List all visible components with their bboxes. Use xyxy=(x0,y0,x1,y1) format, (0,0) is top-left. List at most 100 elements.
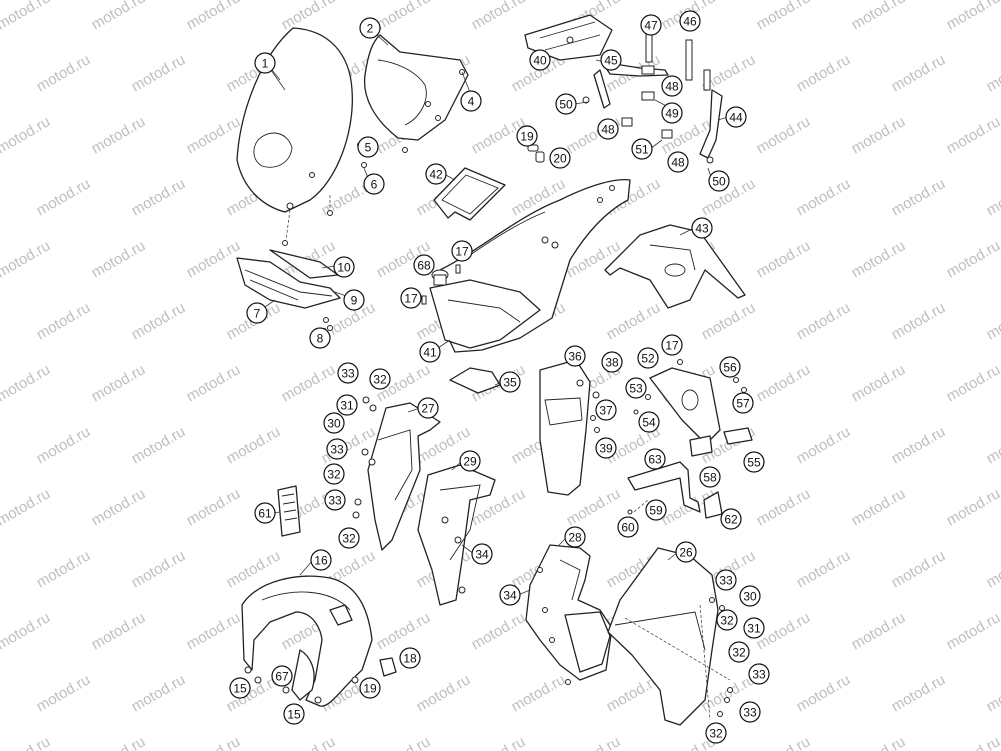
watermark-text: motod.ru xyxy=(34,547,94,591)
callout-number: 32 xyxy=(720,614,734,628)
part-callout-2: 2 xyxy=(359,17,381,39)
part-callout-48: 48 xyxy=(661,75,683,97)
callout-number: 1 xyxy=(262,57,269,71)
callout-circle xyxy=(283,703,305,725)
callout-circle xyxy=(645,499,667,521)
part-callouts: 1245678910151516171717181919202627282930… xyxy=(229,10,770,744)
watermark-text: motod.ru xyxy=(89,0,149,33)
callout-circle xyxy=(743,617,765,639)
callout-circle xyxy=(309,327,331,349)
part-callout-32: 32 xyxy=(369,368,391,390)
callout-number: 30 xyxy=(743,590,757,604)
part-callout-60: 60 xyxy=(617,516,639,538)
part-callout-32: 32 xyxy=(323,463,345,485)
watermark-text: motod.ru xyxy=(509,671,569,715)
watermark-text: motod.ru xyxy=(849,485,909,529)
part-callout-31: 31 xyxy=(743,617,765,639)
callout-circle xyxy=(699,466,721,488)
inner-panel-part xyxy=(417,464,496,606)
part-callout-56: 56 xyxy=(719,356,741,378)
callout-number: 15 xyxy=(287,708,301,722)
part-callout-68: 68 xyxy=(413,254,435,276)
callout-number: 54 xyxy=(642,416,656,430)
callout-circle xyxy=(400,287,422,309)
callout-number: 30 xyxy=(327,417,341,431)
watermark-text: motod.ru xyxy=(184,485,244,529)
callout-circle xyxy=(357,136,379,158)
callout-circle xyxy=(716,609,738,631)
part-callout-31: 31 xyxy=(336,394,358,416)
rear-tail-part xyxy=(604,224,746,309)
part-callout-18: 18 xyxy=(399,647,421,669)
part-callout-6: 6 xyxy=(363,173,385,195)
watermark-text: motod.ru xyxy=(564,733,624,751)
callout-number: 36 xyxy=(568,350,582,364)
part-callout-38: 38 xyxy=(601,351,623,373)
watermark-text: motod.ru xyxy=(89,237,149,281)
callout-number: 17 xyxy=(665,339,679,353)
part-callout-17: 17 xyxy=(400,287,422,309)
part-callout-50: 50 xyxy=(555,93,577,115)
part-callout-42: 42 xyxy=(425,163,447,185)
callout-circle xyxy=(705,722,727,744)
callout-number: 33 xyxy=(752,668,766,682)
part-callout-33: 33 xyxy=(337,362,359,384)
part-callout-15: 15 xyxy=(229,677,251,699)
callout-number: 8 xyxy=(317,332,324,346)
part-callout-50: 50 xyxy=(708,170,730,192)
callout-number: 55 xyxy=(747,456,761,470)
part-callout-40: 40 xyxy=(529,49,551,71)
callout-circle xyxy=(324,489,346,511)
watermark-text: motod.ru xyxy=(0,485,53,529)
watermark-text: motod.ru xyxy=(984,299,1001,343)
callout-number: 48 xyxy=(665,80,679,94)
watermark-text: motod.ru xyxy=(984,423,1001,467)
callout-circle xyxy=(644,448,666,470)
callout-circle xyxy=(708,170,730,192)
callout-number: 58 xyxy=(703,471,717,485)
watermark-text: motod.ru xyxy=(794,175,854,219)
watermark-text: motod.ru xyxy=(889,547,949,591)
watermark-text: motod.ru xyxy=(754,0,814,33)
callout-number: 32 xyxy=(373,373,387,387)
callout-number: 46 xyxy=(683,15,697,29)
watermark-text: motod.ru xyxy=(984,671,1001,715)
callout-circle xyxy=(617,516,639,538)
callout-number: 28 xyxy=(568,531,582,545)
part-callout-53: 53 xyxy=(625,377,647,399)
callout-circle xyxy=(715,569,737,591)
watermark-text: motod.ru xyxy=(849,733,909,751)
callout-number: 59 xyxy=(649,504,663,518)
part-callout-32: 32 xyxy=(728,641,750,663)
watermark-text: motod.ru xyxy=(794,547,854,591)
callout-circle xyxy=(601,351,623,373)
part-callout-46: 46 xyxy=(679,10,701,32)
callout-number: 42 xyxy=(429,168,443,182)
callout-number: 48 xyxy=(671,156,685,170)
watermark-text: motod.ru xyxy=(754,237,814,281)
callout-circle xyxy=(595,437,617,459)
callout-circle xyxy=(323,463,345,485)
callout-circle xyxy=(419,341,441,363)
callout-number: 31 xyxy=(340,399,354,413)
part-callout-9: 9 xyxy=(343,289,365,311)
windscreen-part xyxy=(236,27,353,246)
callout-circle xyxy=(333,256,355,278)
watermark-text: motod.ru xyxy=(944,733,1001,751)
callout-circle xyxy=(640,14,662,36)
callout-circle xyxy=(254,502,276,524)
part-callout-32: 32 xyxy=(716,609,738,631)
callout-number: 19 xyxy=(363,682,377,696)
watermark-text: motod.ru xyxy=(184,113,244,157)
callout-number: 10 xyxy=(337,261,351,275)
callout-circle xyxy=(451,240,473,262)
part-callout-59: 59 xyxy=(645,499,667,521)
callout-circle xyxy=(499,584,521,606)
watermark-text: motod.ru xyxy=(224,423,284,467)
part-callout-55: 55 xyxy=(743,451,765,473)
rear-carrier-part xyxy=(524,14,613,61)
watermark-text: motod.ru xyxy=(889,175,949,219)
part-callout-33: 33 xyxy=(748,663,770,685)
part-callout-32: 32 xyxy=(705,722,727,744)
